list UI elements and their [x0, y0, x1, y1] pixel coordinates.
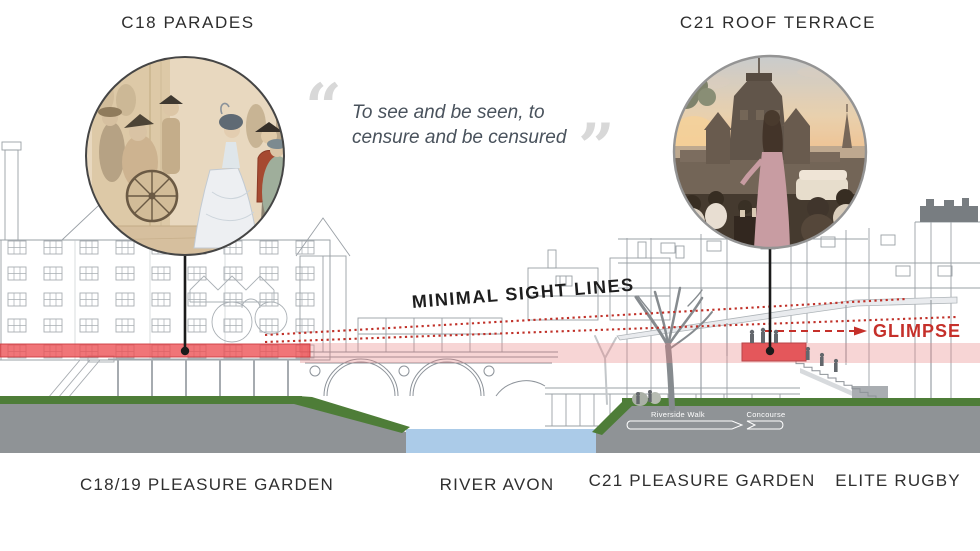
c18-parades-image [85, 56, 285, 256]
glimpse-arrow [765, 326, 867, 336]
ground [0, 396, 980, 453]
sight-lines-dotted [264, 297, 957, 344]
left-garden-trees [189, 275, 288, 343]
walkway-arrows [626, 420, 784, 430]
right-structure [618, 198, 980, 443]
quote-block: To see and be seen, to censure and be ce… [352, 100, 582, 150]
close-quote-mark: ” [578, 110, 615, 185]
sightline-band-red [0, 343, 311, 358]
open-quote-mark: “ [305, 70, 342, 145]
label-c18-parades: C18 PARADES [121, 13, 255, 32]
bridge [300, 351, 558, 397]
label-c21-pleasure-garden: C21 PLEASURE GARDEN [588, 471, 816, 490]
grass-right [622, 398, 980, 406]
people-figures [636, 327, 839, 404]
label-concourse: Concourse [747, 410, 786, 419]
label-river-avon: RIVER AVON [439, 475, 555, 494]
label-riverside-walk: Riverside Walk [651, 410, 705, 419]
tree-silhouette [594, 286, 713, 411]
label-c21-roof-terrace: C21 ROOF TERRACE [679, 13, 877, 32]
label-c18-19-pleasure-garden: C18/19 PLEASURE GARDEN [79, 475, 335, 494]
sightline-band-pink [300, 343, 980, 363]
quote-line-2: censure and be censured [352, 127, 567, 148]
quote-line-1: To see and be seen, to [352, 102, 545, 123]
left-garden-stairs [47, 355, 310, 399]
label-elite-rugby: ELITE RUGBY [835, 471, 961, 490]
callout-connectors [180, 247, 775, 356]
river-water [406, 429, 596, 453]
c21-roof-terrace-image [672, 54, 868, 250]
mid-right-rooftops [527, 241, 685, 321]
label-glimpse: GLIMPSE [873, 321, 962, 341]
grandstand-roof [616, 296, 958, 341]
grass-left [0, 396, 302, 404]
